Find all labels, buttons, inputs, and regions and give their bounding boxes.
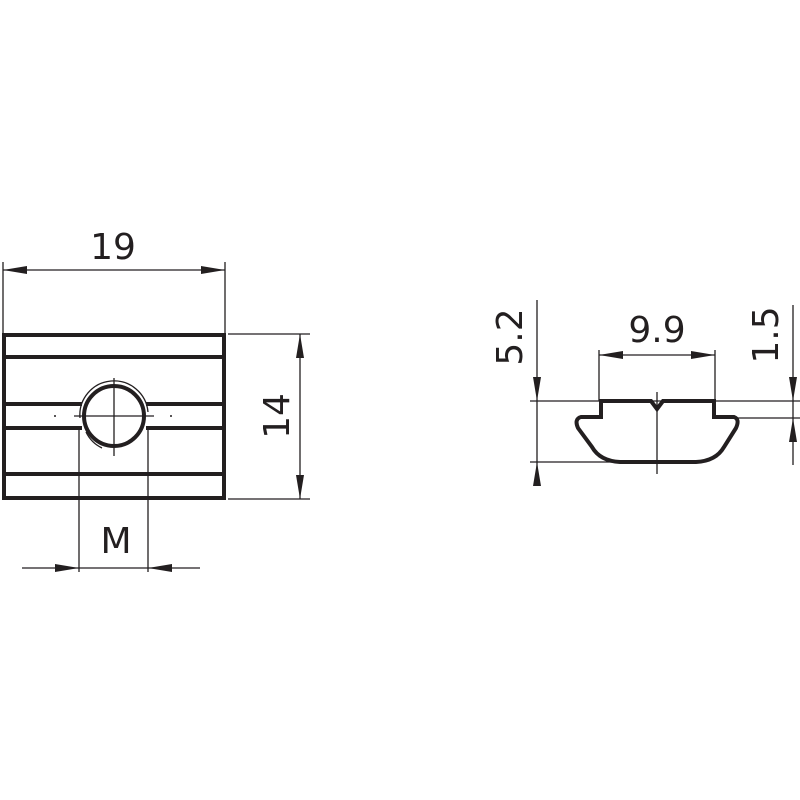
- dimension-label-5-2: 5.2: [490, 308, 531, 365]
- arrow-head: [201, 266, 225, 274]
- arrow-head: [296, 475, 304, 499]
- arrow-head: [55, 564, 79, 572]
- dimension-label-19: 19: [90, 227, 136, 268]
- dimension-label-1-5: 1.5: [746, 306, 787, 363]
- nut-outline: [2, 333, 226, 500]
- arrow-head: [148, 564, 172, 572]
- arrow-head: [533, 377, 541, 401]
- arrow-head: [789, 377, 797, 401]
- dimension-label-14: 14: [257, 393, 298, 439]
- top-view: 19 14 M: [2, 227, 310, 572]
- profile-view: 5.2 9.9 1.5: [490, 300, 800, 486]
- dimension-label-9-9: 9.9: [628, 310, 685, 351]
- arrow-head: [296, 334, 304, 358]
- dimension-label-m: M: [100, 521, 131, 562]
- arrow-head: [789, 418, 797, 442]
- center-mark: [170, 415, 172, 417]
- arrow-head: [599, 351, 623, 359]
- arrow-head: [691, 351, 715, 359]
- center-mark: [54, 415, 56, 417]
- thread-arc: [85, 431, 103, 449]
- arrow-head: [3, 266, 27, 274]
- thread-arc: [79, 380, 149, 419]
- arrow-head: [533, 462, 541, 486]
